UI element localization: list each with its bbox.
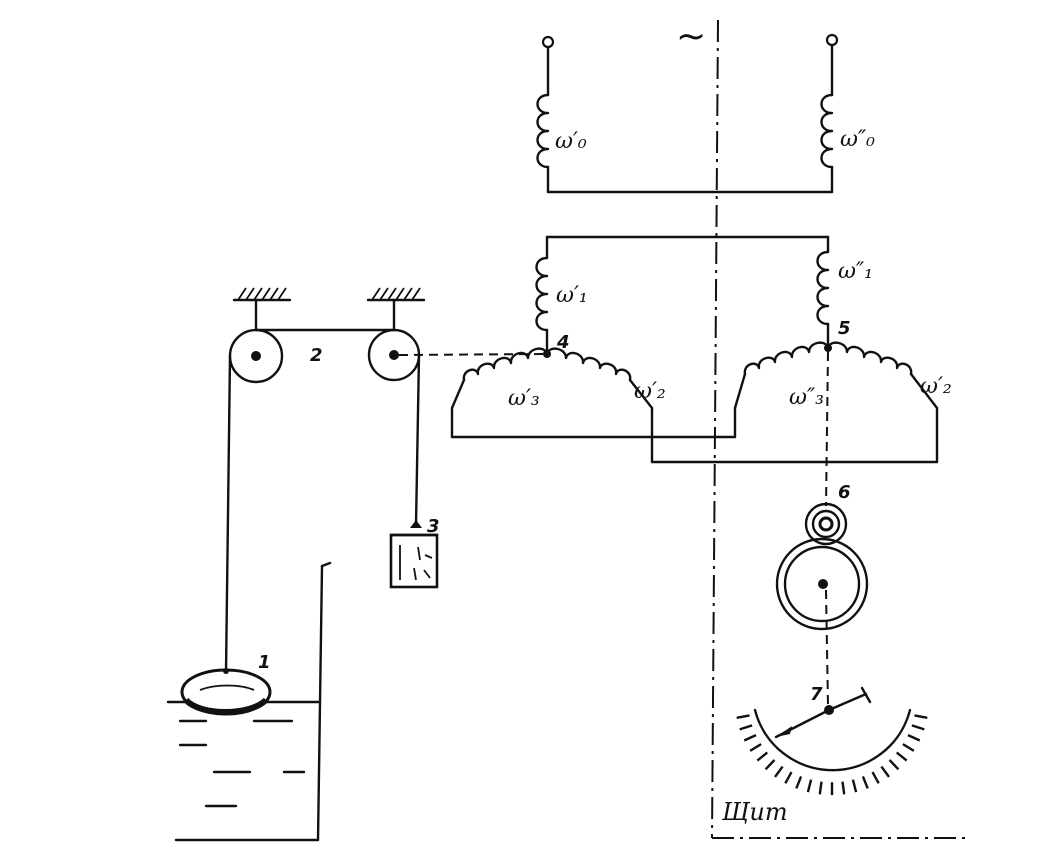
- shaft-link-to-transmitter: [398, 353, 546, 356]
- label-w3-right: ω″₃: [789, 385, 824, 410]
- coil-w3-right: [743, 341, 830, 376]
- callout-node-4: 4: [556, 332, 570, 353]
- pulley-system: [224, 287, 546, 674]
- main-gear: [775, 537, 869, 631]
- ac-supply-symbol: ~: [676, 16, 706, 57]
- dial-tick: [851, 779, 858, 793]
- pinion-gear: [804, 502, 848, 546]
- coil-w0-secondary: [820, 93, 834, 169]
- callout-indicator: 7: [810, 684, 823, 705]
- gear-train: [775, 351, 869, 707]
- terminal-right: [825, 33, 839, 47]
- dial-tick: [914, 714, 928, 719]
- dial-tick: [764, 759, 776, 771]
- dial-tick: [739, 724, 753, 731]
- indicator-dial: [736, 686, 928, 796]
- dial-tick: [756, 751, 769, 762]
- ceiling-mount-right: [366, 287, 426, 332]
- dial-tick: [907, 734, 921, 742]
- dial-tick: [841, 781, 846, 795]
- label-w2-left: ω′₂: [634, 379, 666, 404]
- dial-tick: [795, 776, 803, 789]
- label-w0-primary: ω′₀: [555, 129, 587, 154]
- ceiling-mount-left: [232, 287, 292, 332]
- dial-tick: [895, 751, 908, 762]
- label-w1-secondary: ω″₁: [838, 259, 873, 284]
- callout-float: 1: [258, 652, 271, 673]
- dial-tick: [861, 776, 869, 789]
- selsyn-receiver-star: [733, 341, 939, 464]
- panel-label: Щит: [721, 798, 788, 826]
- coil-w1-primary: [535, 256, 549, 332]
- labels: ~ ω′₀ ω″₀ ω′₁ ω″₁ ω′₃ ω′₂ ω″₃ ω′₂ 1 2 3 …: [258, 16, 952, 826]
- dial-tick: [818, 781, 823, 795]
- label-w3-left: ω′₃: [508, 386, 540, 411]
- rotor-loop: [535, 235, 830, 355]
- coil-w0-primary: [536, 93, 550, 169]
- coil-w2-left: [545, 347, 632, 382]
- coil-w3-left: [462, 347, 549, 382]
- callout-node-5: 5: [838, 318, 851, 339]
- dial-tick: [784, 771, 793, 784]
- dial-tick: [880, 765, 890, 778]
- coil-w2-right: [826, 341, 913, 376]
- shaft-gear-to-indicator: [825, 589, 829, 707]
- label-w1-primary: ω′₁: [556, 283, 588, 308]
- dial-tick: [806, 779, 813, 793]
- dial-tick: [743, 734, 757, 742]
- counterweight: [389, 520, 439, 589]
- coil-w1-secondary: [816, 250, 830, 326]
- selsyn-transmitter-star: [450, 347, 939, 464]
- callout-counterweight: 3: [427, 516, 440, 537]
- label-w2-right: ω′₂: [920, 374, 952, 399]
- water-hatching: [178, 719, 306, 808]
- panel-boundary: [711, 19, 965, 839]
- label-w0-secondary: ω″₀: [840, 127, 875, 152]
- dial-tick: [749, 743, 762, 752]
- dial-tick: [888, 759, 900, 771]
- callout-gear: 6: [838, 482, 851, 503]
- terminal-left: [541, 35, 555, 49]
- callout-cable: 2: [310, 345, 323, 366]
- shaft-node5-to-gear: [825, 351, 829, 507]
- dial-tick: [871, 771, 880, 784]
- float: [180, 668, 272, 716]
- dial-tick: [774, 765, 784, 778]
- dial-tick: [902, 743, 915, 752]
- dial-tick: [736, 714, 750, 719]
- supply-coils: [536, 33, 839, 194]
- dial-tick: [911, 724, 925, 731]
